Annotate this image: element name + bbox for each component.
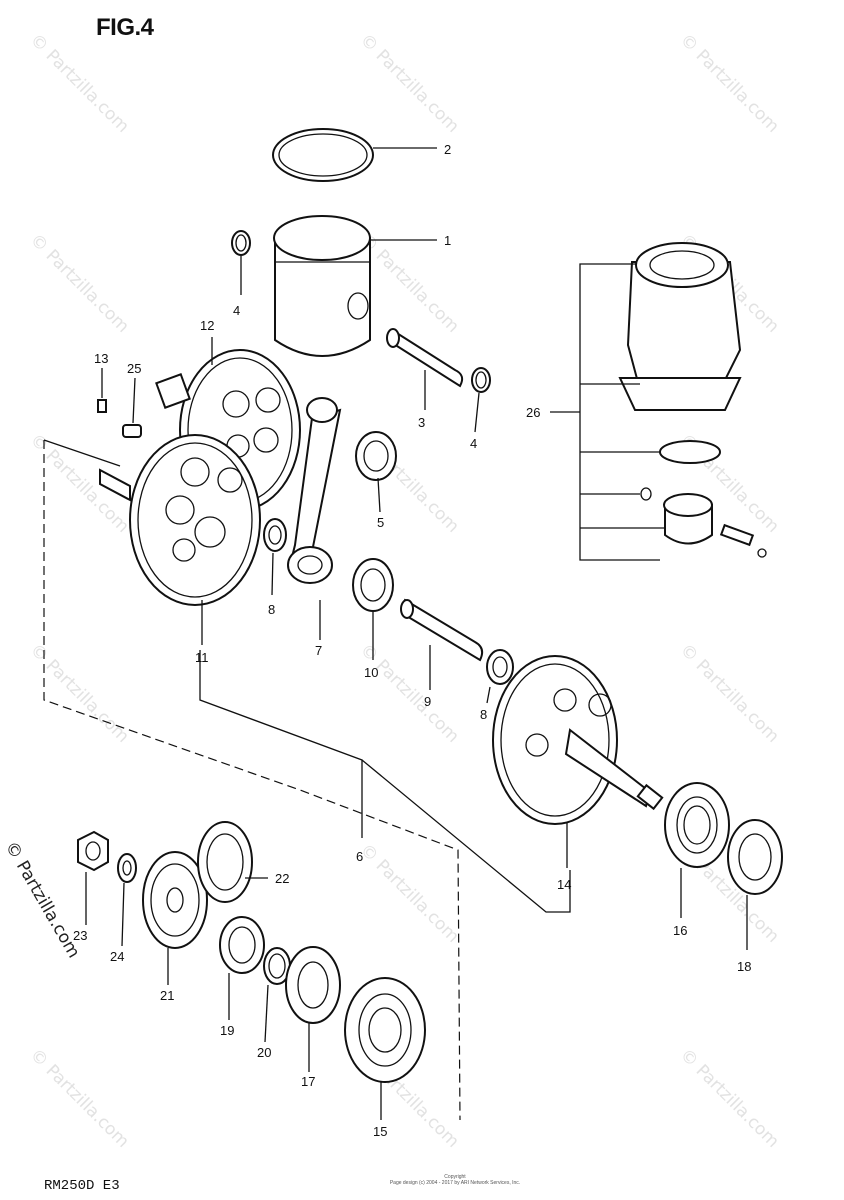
callout-19: 19: [220, 1023, 234, 1038]
callout-5: 5: [377, 515, 384, 530]
callout-7: 7: [315, 643, 322, 658]
oil-seal[interactable]: [727, 819, 783, 950]
callout-9: 9: [424, 694, 431, 709]
thrust-washer[interactable]: [263, 518, 287, 596]
key[interactable]: [122, 377, 142, 438]
bearing[interactable]: [664, 782, 730, 918]
callout-3: 3: [418, 415, 425, 430]
callout-1: 1: [444, 233, 451, 248]
piston[interactable]: [273, 215, 437, 357]
spacer[interactable]: [219, 916, 265, 1020]
copyright-notice: Copyright Page design (c) 2004 - 2017 by…: [380, 1174, 530, 1186]
callout-8: 8: [480, 707, 487, 722]
callout-20: 20: [257, 1045, 271, 1060]
callout-13: 13: [94, 351, 108, 366]
callout-24: 24: [110, 949, 124, 964]
small-end-bearing[interactable]: [355, 431, 397, 513]
big-end-bearing[interactable]: [352, 558, 394, 660]
copyright-line: Copyright: [444, 1174, 466, 1180]
cylinder-kit[interactable]: [550, 242, 767, 561]
callout-15: 15: [373, 1124, 387, 1139]
model-code: RM250D E3: [44, 1178, 120, 1194]
washer[interactable]: [117, 853, 137, 947]
crank-pin-bolt[interactable]: [97, 368, 107, 413]
callout-16: 16: [673, 923, 687, 938]
thrust-washer[interactable]: [486, 649, 514, 704]
callout-11: 11: [195, 650, 209, 665]
crank-wheel-left[interactable]: [99, 434, 261, 645]
callout-22: 22: [275, 871, 289, 886]
connecting-rod[interactable]: [287, 397, 342, 640]
circlip[interactable]: [231, 230, 251, 295]
callout-14: 14: [557, 877, 571, 892]
piston-pin[interactable]: [386, 328, 464, 410]
callout-26: 26: [526, 405, 540, 420]
crank-pin[interactable]: [400, 598, 484, 690]
callout-21: 21: [160, 988, 174, 1003]
callout-23: 23: [73, 928, 87, 943]
callout-8: 8: [268, 602, 275, 617]
callout-17: 17: [301, 1074, 315, 1089]
bearing[interactable]: [344, 977, 426, 1120]
callout-4: 4: [233, 303, 240, 318]
oil-seal[interactable]: [285, 946, 341, 1072]
callout-12: 12: [200, 318, 214, 333]
callout-4: 4: [470, 436, 477, 451]
copyright-line: Page design (c) 2004 - 2017 by ARI Netwo…: [389, 1180, 521, 1186]
primary-drive-gear[interactable]: [142, 851, 208, 985]
callout-10: 10: [364, 665, 378, 680]
callout-2: 2: [444, 142, 451, 157]
figure-title: FIG.4: [96, 14, 154, 41]
gear[interactable]: [197, 821, 268, 903]
nut[interactable]: [77, 830, 109, 925]
circlip[interactable]: [471, 367, 491, 433]
callout-25: 25: [127, 361, 141, 376]
callout-18: 18: [737, 959, 751, 974]
callout-6: 6: [356, 849, 363, 864]
piston-ring[interactable]: [272, 128, 437, 182]
crank-wheel-output[interactable]: [492, 655, 664, 868]
